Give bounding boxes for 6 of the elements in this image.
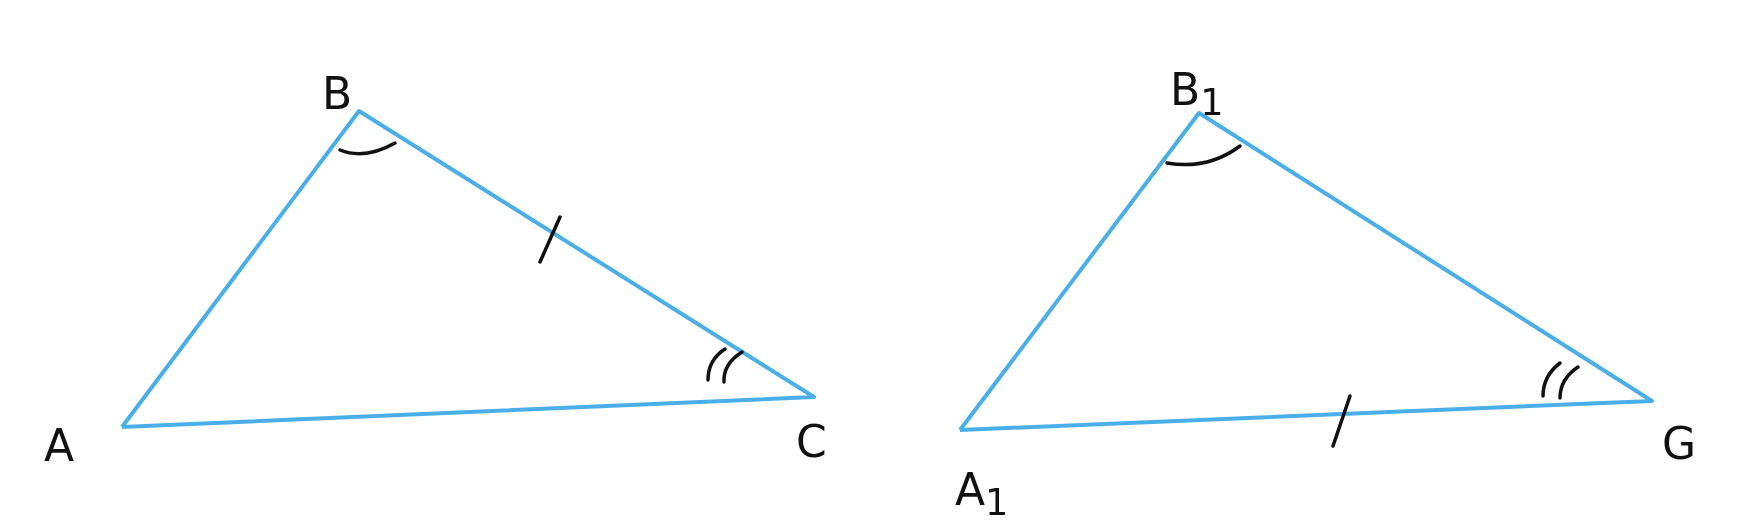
vertex-label: B [322, 72, 353, 116]
vertex-label: C [796, 420, 827, 464]
vertex-label: G [1662, 422, 1697, 466]
vertex-label: A$_{1}$ [955, 468, 1009, 522]
vertex-label: B$_{1}$ [1170, 68, 1224, 122]
vertex-label: A [44, 424, 75, 468]
